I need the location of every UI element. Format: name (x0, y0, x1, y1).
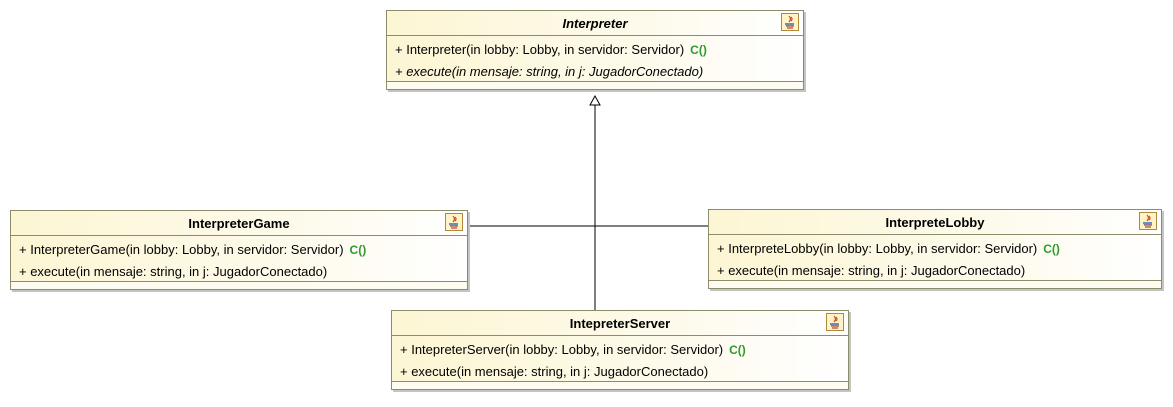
class-name: Interpreter (562, 15, 628, 31)
attributes-compartment (11, 281, 467, 289)
operation-text: + execute(in mensaje: string, in j: Juga… (19, 264, 328, 279)
operation-text: + execute(in mensaje: string, in j: Juga… (717, 263, 1026, 278)
class-header: InterpreterGame (11, 211, 467, 236)
class-interpreter[interactable]: Interpreter + Interpreter(in lobby: Lobb… (386, 10, 804, 90)
operation-constructor: + Interpreter(in lobby: Lobby, in servid… (395, 39, 803, 61)
operation-text: + execute(in mensaje: string, in j: Juga… (395, 64, 704, 79)
class-name: InterpreteLobby (885, 214, 985, 230)
operation-text: + IntepreterServer(in lobby: Lobby, in s… (400, 342, 724, 357)
attributes-compartment (709, 280, 1161, 288)
operation-execute: + execute(in mensaje: string, in j: Juga… (395, 61, 803, 82)
attributes-compartment (392, 381, 848, 389)
operation-text: + Interpreter(in lobby: Lobby, in servid… (395, 42, 685, 57)
operations-compartment: + IntepreterServer(in lobby: Lobby, in s… (392, 336, 848, 381)
java-class-icon (826, 313, 844, 331)
operation-text: + InterpreteLobby(in lobby: Lobby, in se… (717, 241, 1038, 256)
operations-compartment: + InterpreterGame(in lobby: Lobby, in se… (11, 236, 467, 281)
constructor-marker: C() (690, 43, 707, 57)
operation-execute: + execute(in mensaje: string, in j: Juga… (400, 361, 848, 382)
constructor-marker: C() (729, 343, 746, 357)
class-name: InterpreterGame (188, 215, 290, 231)
java-class-icon (445, 213, 463, 231)
class-interprete-lobby[interactable]: InterpreteLobby + InterpreteLobby(in lob… (708, 209, 1162, 289)
operation-text: + execute(in mensaje: string, in j: Juga… (400, 364, 709, 379)
operation-constructor: + IntepreterServer(in lobby: Lobby, in s… (400, 339, 848, 361)
class-header: Interpreter (387, 11, 803, 36)
class-header: InterpreteLobby (709, 210, 1161, 235)
operations-compartment: + Interpreter(in lobby: Lobby, in servid… (387, 36, 803, 81)
attributes-compartment (387, 81, 803, 89)
constructor-marker: C() (349, 243, 367, 257)
operation-text: + InterpreterGame(in lobby: Lobby, in se… (19, 242, 344, 257)
operation-execute: + execute(in mensaje: string, in j: Juga… (717, 260, 1161, 281)
operation-constructor: + InterpreteLobby(in lobby: Lobby, in se… (717, 238, 1161, 260)
constructor-marker: C() (1043, 242, 1060, 256)
operations-compartment: + InterpreteLobby(in lobby: Lobby, in se… (709, 235, 1161, 280)
class-interpreter-game[interactable]: InterpreterGame + InterpreterGame(in lob… (10, 210, 468, 290)
class-header: IntepreterServer (392, 311, 848, 336)
java-class-icon (781, 13, 799, 31)
class-intepreter-server[interactable]: IntepreterServer + IntepreterServer(in l… (391, 310, 849, 390)
operation-constructor: + InterpreterGame(in lobby: Lobby, in se… (19, 239, 467, 261)
operation-execute: + execute(in mensaje: string, in j: Juga… (19, 261, 467, 282)
generalization-arrowhead (589, 94, 601, 106)
class-name: IntepreterServer (569, 315, 671, 331)
java-class-icon (1139, 212, 1157, 230)
